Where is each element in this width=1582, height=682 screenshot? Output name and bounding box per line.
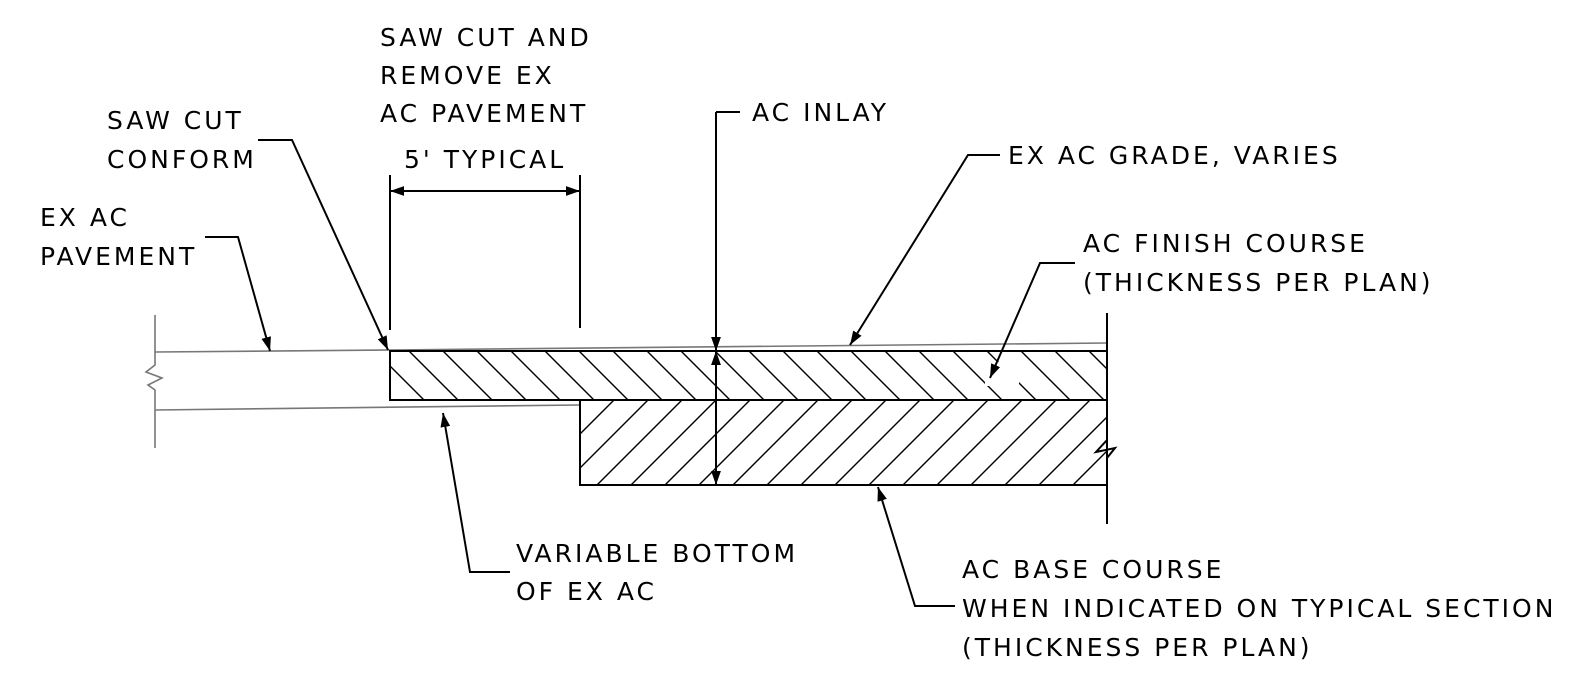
base-hatch-line: [461, 400, 546, 485]
finish-hatch-line: [952, 351, 1003, 400]
base-hatch-line: [970, 400, 1057, 485]
ex-ac-pavement-line-2: PAVEMENT: [40, 242, 197, 271]
ac-base-course-label: AC BASE COURSE WHEN INDICATED ON TYPICAL…: [962, 555, 1556, 662]
finish-hatch-line: [816, 351, 867, 400]
finish-hatch-line: [612, 351, 663, 400]
saw-cut-conform-label: SAW CUT CONFORM: [107, 106, 257, 174]
base-hatch-line: [664, 400, 751, 485]
saw-cut-remove-label: SAW CUT AND REMOVE EX AC PAVEMENT: [380, 23, 592, 128]
finish-hatch-line: [782, 351, 833, 400]
base-hatch-line: [580, 400, 649, 469]
finish-hatch-line: [442, 351, 493, 400]
ac-base-course-line-3: (THICKNESS PER PLAN): [962, 633, 1313, 662]
finish-hatch-line: [884, 351, 935, 400]
base-hatch-line: [580, 400, 615, 435]
ex-ac-top-line: [154, 349, 391, 353]
ac-finish-course-line-2: (THICKNESS PER PLAN): [1083, 268, 1434, 297]
saw-cut-conform-line-1: SAW CUT: [107, 106, 244, 135]
ex-ac-pavement-label: EX AC PAVEMENT: [40, 203, 197, 271]
left-break-line: [144, 315, 164, 448]
saw-cut-conform-leader: [258, 139, 389, 351]
saw-cut-conform-line-2: CONFORM: [107, 145, 257, 174]
ex-ac-grade-label: EX AC GRADE, VARIES: [1008, 141, 1341, 170]
variable-bottom-label: VARIABLE BOTTOM OF EX AC: [516, 539, 798, 606]
saw-cut-remove-line-3: AC PAVEMENT: [380, 99, 588, 128]
finish-hatch-line: [390, 365, 425, 400]
ex-ac-grade-line: [389, 342, 1108, 351]
base-course-outline: [579, 399, 1108, 486]
finish-course-hatch: [307, 351, 1206, 400]
base-hatch-line: [868, 400, 955, 485]
right-break-line: [1093, 313, 1118, 524]
base-hatch-line: [1141, 400, 1226, 485]
base-hatch-line: [936, 400, 1023, 485]
base-hatch-line: [1175, 400, 1260, 485]
base-hatch-line: [596, 400, 683, 485]
finish-hatch-line: [390, 399, 391, 400]
finish-hatch-line: [714, 351, 765, 400]
variable-bottom-leader: [440, 412, 510, 573]
base-hatch-line: [1038, 416, 1107, 485]
base-hatch-line: [1106, 484, 1107, 485]
ac-finish-course-label: AC FINISH COURSE (THICKNESS PER PLAN): [1083, 229, 1434, 297]
ex-ac-bottom-line: [154, 404, 581, 411]
finish-hatch-line: [1123, 351, 1172, 400]
finish-hatch-line: [918, 351, 969, 400]
finish-hatch-line: [1157, 351, 1206, 400]
finish-hatch-line: [1054, 351, 1105, 400]
finish-hatch-line: [307, 351, 356, 400]
base-course-hatch: [461, 400, 1294, 485]
base-hatch-line: [1072, 450, 1107, 485]
ac-base-course-line-1: AC BASE COURSE: [962, 555, 1224, 584]
finish-hatch-line: [408, 351, 459, 400]
variable-bottom-line-1: VARIABLE BOTTOM: [516, 539, 798, 568]
base-hatch-line: [766, 400, 853, 485]
ex-ac-pavement-line-1: EX AC: [40, 203, 130, 232]
base-hatch-line: [732, 400, 819, 485]
base-hatch-line: [834, 400, 921, 485]
base-hatch-line: [1209, 400, 1294, 485]
finish-hatch-line: [1020, 351, 1071, 400]
ac-finish-course-line-1: AC FINISH COURSE: [1083, 229, 1368, 258]
base-course-leader: [877, 486, 955, 607]
finish-hatch-line: [476, 351, 527, 400]
ex-ac-grade-leader: [849, 154, 1000, 346]
saw-cut-remove-line-1: SAW CUT AND: [380, 23, 592, 52]
variable-bottom-line-2: OF EX AC: [516, 577, 657, 606]
finish-hatch-line: [850, 351, 901, 400]
base-hatch-line: [698, 400, 785, 485]
finish-course-label-gap: [985, 362, 1019, 386]
finish-hatch-line: [1088, 351, 1107, 370]
finish-hatch-line: [510, 351, 561, 400]
finish-hatch-line: [544, 351, 595, 400]
finish-hatch-line: [748, 351, 799, 400]
base-hatch-line: [580, 400, 581, 401]
saw-cut-remove-line-2: REMOVE EX: [380, 61, 555, 90]
base-hatch-line: [800, 400, 887, 485]
base-hatch-line: [902, 400, 989, 485]
ac-inlay-label: AC INLAY: [752, 98, 889, 127]
base-hatch-line: [630, 400, 717, 485]
base-hatch-line: [1004, 400, 1091, 485]
ex-ac-pavement-leader: [205, 236, 271, 352]
finish-hatch-line: [646, 351, 697, 400]
finish-hatch-line: [578, 351, 629, 400]
dimension-label: 5' TYPICAL: [404, 145, 566, 174]
ac-base-course-line-2: WHEN INDICATED ON TYPICAL SECTION: [962, 594, 1556, 623]
finish-hatch-line: [680, 351, 731, 400]
finish-course-leader: [989, 262, 1075, 379]
